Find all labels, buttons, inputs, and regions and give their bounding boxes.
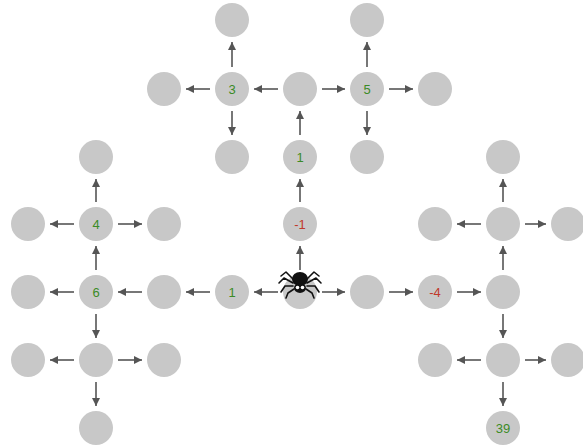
empty-circle (486, 343, 520, 377)
empty-circle (486, 207, 520, 241)
number-circle: 5 (350, 72, 384, 106)
arrow-connector (389, 291, 413, 293)
node-number: 5 (363, 83, 370, 96)
arrow-connector (366, 111, 368, 135)
empty-circle (147, 275, 181, 309)
arrow-connector (502, 179, 504, 202)
empty-circle (350, 140, 384, 174)
node-number: 1 (296, 151, 303, 164)
empty-circle (283, 275, 317, 309)
empty-circle (486, 140, 520, 174)
number-circle: 39 (486, 411, 520, 445)
number-circle: 1 (215, 275, 249, 309)
arrow-connector (502, 246, 504, 270)
number-circle: 1 (283, 140, 317, 174)
arrow-connector (186, 291, 210, 293)
arrow-connector (299, 179, 301, 202)
number-circle: 4 (79, 207, 113, 241)
arrow-connector (231, 42, 233, 67)
arrow-connector (254, 88, 278, 90)
number-circle: 3 (215, 72, 249, 106)
arrow-connector (457, 223, 481, 225)
arrow-connector (457, 359, 481, 361)
node-number: 4 (92, 218, 99, 231)
empty-circle (350, 275, 384, 309)
empty-circle (486, 275, 520, 309)
arrow-connector (322, 291, 345, 293)
empty-circle (11, 207, 45, 241)
empty-circle (147, 343, 181, 377)
arrow-connector (95, 179, 97, 202)
arrow-connector (231, 111, 233, 135)
empty-circle (11, 343, 45, 377)
number-circle: 6 (79, 275, 113, 309)
empty-circle (418, 343, 452, 377)
arrow-connector (366, 42, 368, 67)
arrow-connector (502, 382, 504, 406)
arrow-connector (118, 359, 142, 361)
empty-circle (79, 140, 113, 174)
arrow-connector (50, 291, 74, 293)
node-number: 1 (228, 286, 235, 299)
arrow-connector (525, 359, 546, 361)
empty-circle (283, 72, 317, 106)
arrow-connector (186, 88, 210, 90)
arrow-connector (389, 88, 413, 90)
empty-circle (215, 3, 249, 37)
number-circle: -4 (418, 275, 452, 309)
empty-circle (79, 343, 113, 377)
arrow-connector (50, 359, 74, 361)
node-number: 3 (228, 83, 235, 96)
empty-circle (551, 207, 583, 241)
empty-circle (11, 275, 45, 309)
arrow-connector (118, 223, 142, 225)
arrow-connector (322, 88, 345, 90)
arrow-connector (299, 246, 301, 270)
empty-circle (215, 140, 249, 174)
node-number: -4 (429, 286, 441, 299)
empty-circle (79, 411, 113, 445)
arrow-connector (457, 291, 481, 293)
arrow-connector (95, 246, 97, 270)
number-circle: -1 (283, 207, 317, 241)
arrow-connector (95, 314, 97, 338)
arrow-connector (50, 223, 74, 225)
empty-circle (418, 207, 452, 241)
empty-circle (147, 207, 181, 241)
empty-circle (551, 343, 583, 377)
empty-circle (418, 72, 452, 106)
empty-circle (350, 3, 384, 37)
node-number: 39 (496, 422, 510, 435)
arrow-connector (299, 111, 301, 135)
arrow-connector (118, 291, 142, 293)
node-number: -1 (294, 218, 306, 231)
arrow-connector (502, 314, 504, 338)
empty-circle (147, 72, 181, 106)
arrow-connector (95, 382, 97, 406)
node-number: 6 (92, 286, 99, 299)
arrow-connector (254, 291, 278, 293)
arrow-connector (525, 223, 546, 225)
